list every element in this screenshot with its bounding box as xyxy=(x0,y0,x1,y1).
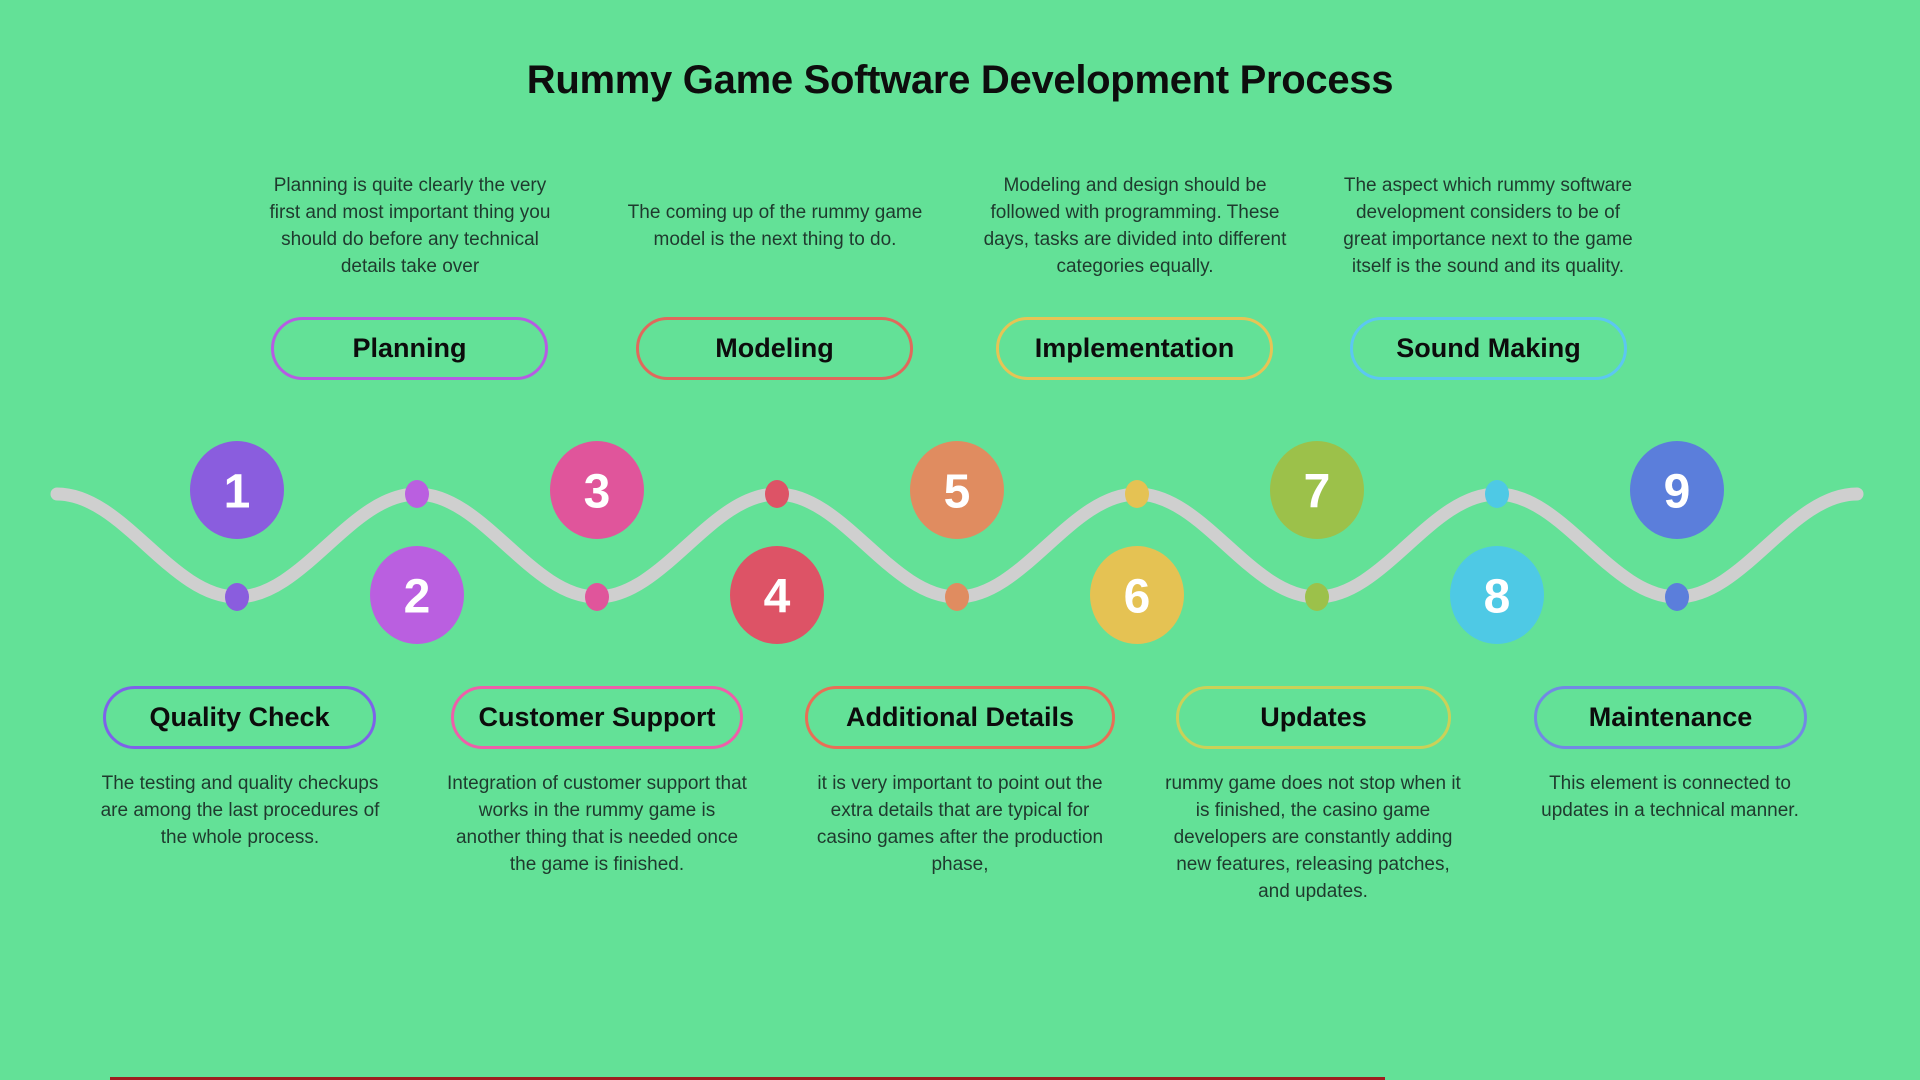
step-number-4: 4 xyxy=(764,571,791,624)
step-circle-9 xyxy=(1630,441,1724,539)
description-additional-details: it is very important to point out the ex… xyxy=(816,773,1104,875)
step-dot-2 xyxy=(405,480,429,508)
step-number-9: 9 xyxy=(1664,466,1691,519)
pill-sound-making: Sound Making xyxy=(1350,317,1627,380)
bottom-accent-bar xyxy=(110,1077,1385,1080)
step-dot-5 xyxy=(945,583,969,611)
step-circle-2 xyxy=(370,546,464,644)
step-dot-4 xyxy=(765,480,789,508)
description-implementation: Modeling and design should be followed w… xyxy=(983,175,1287,277)
step-circle-3 xyxy=(550,441,644,539)
step-number-2: 2 xyxy=(404,571,431,624)
description-planning: Planning is quite clearly the very first… xyxy=(269,175,551,277)
step-dot-9 xyxy=(1665,583,1689,611)
pill-additional-details: Additional Details xyxy=(805,686,1115,749)
pill-implementation: Implementation xyxy=(996,317,1273,380)
description-sound-making: The aspect which rummy software developm… xyxy=(1343,175,1633,277)
step-number-5: 5 xyxy=(944,466,971,519)
description-modeling: The coming up of the rummy game model is… xyxy=(627,202,923,250)
step-dot-8 xyxy=(1485,480,1509,508)
step-dot-1 xyxy=(225,583,249,611)
pill-maintenance: Maintenance xyxy=(1534,686,1807,749)
step-dot-6 xyxy=(1125,480,1149,508)
step-circle-1 xyxy=(190,441,284,539)
step-circle-6 xyxy=(1090,546,1184,644)
step-number-1: 1 xyxy=(224,466,251,519)
description-maintenance: This element is connected to updates in … xyxy=(1541,773,1799,821)
pill-updates: Updates xyxy=(1176,686,1451,749)
step-number-6: 6 xyxy=(1124,571,1151,624)
step-dot-7 xyxy=(1305,583,1329,611)
pill-planning: Planning xyxy=(271,317,548,380)
step-dot-3 xyxy=(585,583,609,611)
step-number-8: 8 xyxy=(1484,571,1511,624)
pill-quality-check: Quality Check xyxy=(103,686,376,749)
description-customer-support: Integration of customer support that wor… xyxy=(447,773,747,875)
step-number-3: 3 xyxy=(584,466,611,519)
pill-customer-support: Customer Support xyxy=(451,686,743,749)
step-number-7: 7 xyxy=(1304,466,1331,519)
description-quality-check: The testing and quality checkups are amo… xyxy=(100,773,380,848)
step-circle-5 xyxy=(910,441,1004,539)
description-updates: rummy game does not stop when it is fini… xyxy=(1165,773,1461,902)
pill-modeling: Modeling xyxy=(636,317,913,380)
page-title: Rummy Game Software Development Process xyxy=(526,58,1394,102)
step-circle-8 xyxy=(1450,546,1544,644)
step-circle-4 xyxy=(730,546,824,644)
step-circle-7 xyxy=(1270,441,1364,539)
